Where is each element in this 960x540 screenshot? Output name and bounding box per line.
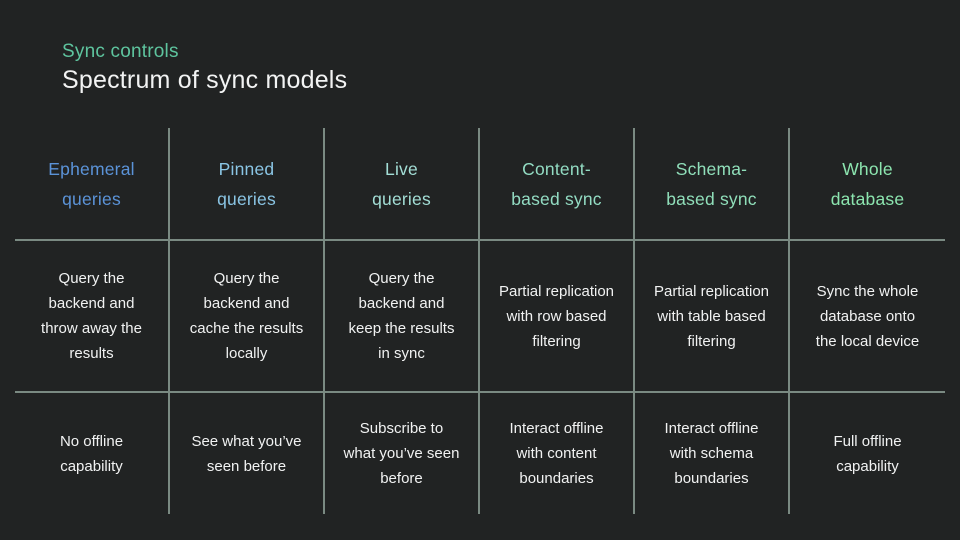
description-ephemeral-queries: Query the backend and throw away the res… — [15, 239, 170, 391]
capability-content-based-sync: Interact offline with content boundaries — [480, 391, 635, 514]
capability-pinned-queries: See what you’ve seen before — [170, 391, 325, 514]
description-pinned-queries: Query the backend and cache the results … — [170, 239, 325, 391]
page-title: Spectrum of sync models — [62, 66, 348, 94]
capability-live-queries: Subscribe to what you’ve seen before — [325, 391, 480, 514]
description-live-queries: Query the backend and keep the results i… — [325, 239, 480, 391]
column-header-content-based-sync: Content- based sync — [480, 128, 635, 239]
slide-header: Sync controls Spectrum of sync models — [62, 39, 347, 97]
column-header-schema-based-sync: Schema- based sync — [635, 128, 790, 239]
column-header-live-queries: Live queries — [325, 128, 480, 239]
capability-schema-based-sync: Interact offline with schema boundaries — [635, 391, 790, 514]
sync-models-table: Ephemeral queries Pinned queries Live qu… — [15, 128, 945, 514]
slide-eyebrow: Sync controls — [62, 41, 179, 62]
description-schema-based-sync: Partial replication with table based fil… — [635, 239, 790, 391]
column-header-ephemeral-queries: Ephemeral queries — [15, 128, 170, 239]
description-whole-database: Sync the whole database onto the local d… — [790, 239, 945, 391]
capability-whole-database: Full offline capability — [790, 391, 945, 514]
capability-ephemeral-queries: No offline capability — [15, 391, 170, 514]
description-content-based-sync: Partial replication with row based filte… — [480, 239, 635, 391]
column-header-whole-database: Whole database — [830, 158, 905, 209]
column-header-pinned-queries: Pinned queries — [170, 128, 325, 239]
